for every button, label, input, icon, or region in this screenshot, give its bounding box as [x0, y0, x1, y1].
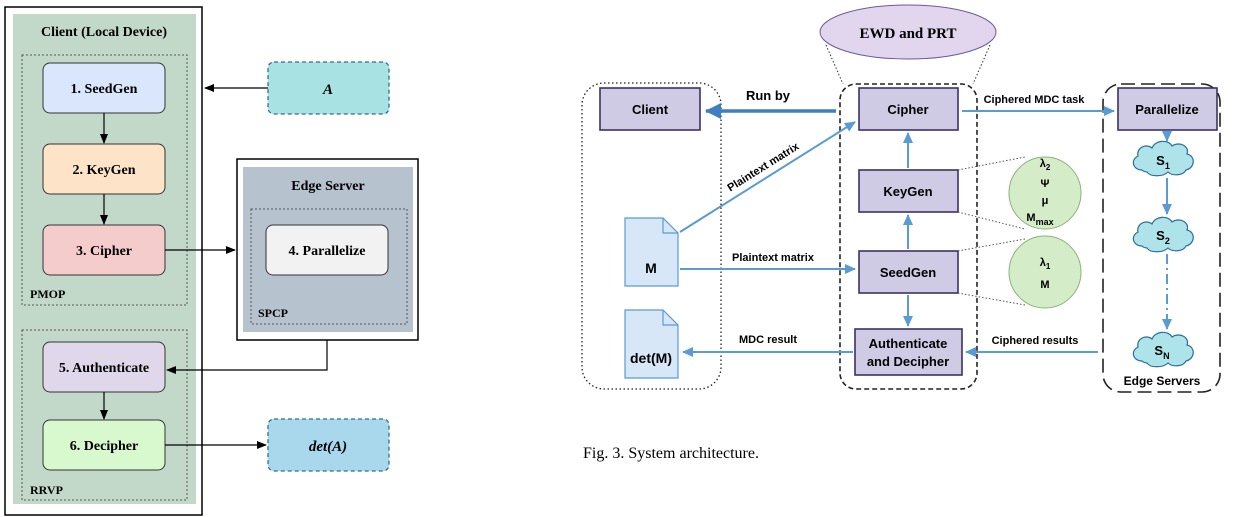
cipher-label: Cipher — [887, 102, 928, 117]
keygen-param-psi: Ψ — [1041, 178, 1050, 190]
edge-server-s2-cloud-icon — [1132, 216, 1194, 253]
sn-label: SN — [1154, 343, 1169, 361]
pmop-label: PMOP — [30, 287, 65, 301]
edge-server-title: Edge Server — [291, 179, 364, 194]
input-a-box — [267, 61, 390, 115]
client-label: Client — [632, 102, 669, 117]
ciphered-task-label: Ciphered MDC task — [984, 94, 1086, 106]
ewd-connector-left — [825, 44, 844, 85]
matrix-m-document-icon — [624, 217, 679, 287]
s1-label: S1 — [1156, 153, 1170, 171]
keygen-param-mu: μ — [1042, 195, 1049, 207]
client-box — [599, 87, 701, 131]
parallelize-box — [1117, 87, 1218, 131]
keygen-params-circle — [1008, 156, 1082, 230]
mdc-result-label: MDC result — [739, 334, 797, 346]
parallelize-label: Parallelize — [1135, 102, 1199, 117]
arrow-edge-to-authenticate — [166, 340, 328, 374]
seedgen-params-circle — [1008, 235, 1082, 309]
seedgen-step-label: 1. SeedGen — [71, 82, 138, 97]
pmop-group — [21, 54, 188, 306]
client-device-title: Client (Local Device) — [41, 25, 167, 40]
plaintext-to-cipher-arrow — [679, 121, 856, 233]
authenticate-step-label: 5. Authenticate — [59, 361, 149, 376]
core-group — [839, 83, 978, 390]
output-det-label: det(A) — [309, 439, 347, 455]
client-device-frame — [4, 6, 203, 516]
rrvp-label: RRVP — [30, 483, 63, 497]
cipher-step-label: 3. Cipher — [76, 244, 132, 259]
cipher-box — [858, 87, 959, 131]
plaintext-to-seedgen-label: Plaintext matrix — [732, 252, 815, 264]
ewd-prt-ellipse — [819, 4, 997, 60]
det-label: det(M) — [630, 350, 672, 366]
keygen-param-lambda: λ2 — [1040, 158, 1051, 172]
seedgen-param-m: M — [1040, 279, 1049, 291]
plaintext-to-cipher-label: Plaintext matrix — [725, 140, 802, 194]
edge-server-s1-cloud-icon — [1132, 140, 1194, 177]
output-det-box — [267, 418, 390, 472]
det-document-icon — [624, 309, 679, 379]
parallelize-step-box — [265, 224, 389, 276]
s2-label: S2 — [1156, 228, 1170, 246]
decipher-step-label: 6. Decipher — [70, 439, 138, 454]
keygen-step-label: 2. KeyGen — [73, 163, 136, 178]
authenticate-label-2: and Decipher — [867, 354, 949, 369]
ewd-connector-right — [972, 44, 991, 85]
run-by-label: Run by — [746, 88, 791, 103]
authenticate-box — [854, 328, 963, 376]
seedgen-param-connector-bottom — [957, 292, 1026, 306]
keygen-box — [858, 169, 959, 213]
ewd-prt-label: EWD and PRT — [860, 26, 957, 42]
ciphered-results-label: Ciphered results — [992, 335, 1079, 347]
seedgen-label: SeedGen — [880, 265, 936, 280]
keygen-param-mmax: Mmax — [1026, 212, 1053, 227]
authenticate-label-1: Authenticate — [869, 336, 948, 351]
spcp-group — [250, 208, 408, 325]
edge-server-sn-cloud-icon — [1132, 331, 1194, 368]
right-diagram: EWD and PRT Client Cipher KeyGen SeedGen… — [581, 4, 1221, 462]
keygen-param-connector-bottom — [957, 211, 1026, 230]
keygen-label: KeyGen — [883, 184, 932, 199]
client-group — [581, 82, 722, 390]
keygen-param-connector-top — [957, 156, 1026, 171]
parallelize-step-label: 4. Parallelize — [289, 244, 366, 259]
left-diagram: Client (Local Device) PMOP RRVP 1. SeedG… — [4, 6, 419, 516]
seedgen-param-lambda: λ1 — [1040, 257, 1051, 271]
figure-caption: Fig. 3. System architecture. — [583, 445, 759, 462]
seedgen-param-connector-top — [957, 238, 1026, 252]
edge-servers-label: Edge Servers — [1124, 374, 1201, 388]
spcp-label: SPCP — [258, 306, 288, 320]
seedgen-box — [858, 250, 959, 294]
rrvp-group — [21, 329, 188, 501]
matrix-m-label: M — [645, 260, 657, 276]
input-a-label: A — [322, 82, 333, 98]
edge-servers-group — [1102, 83, 1221, 393]
